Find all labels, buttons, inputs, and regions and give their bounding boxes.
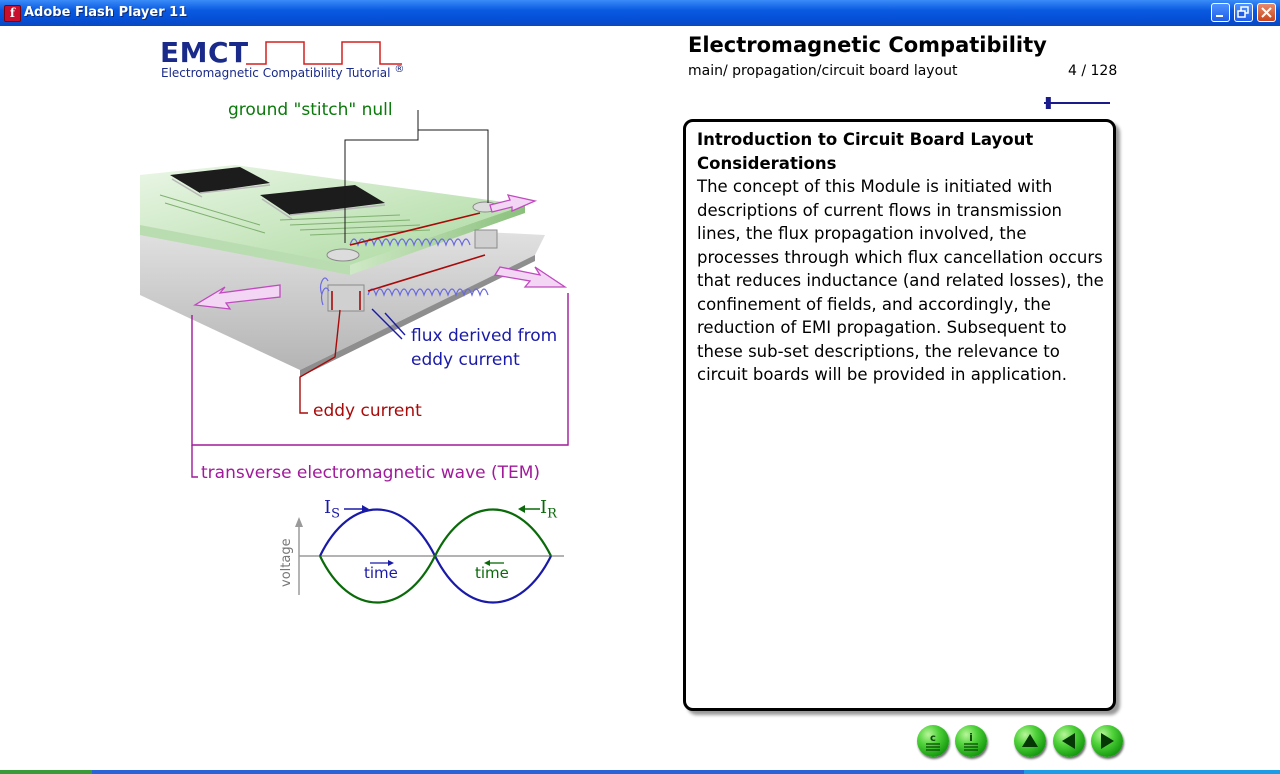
content-heading: Introduction to Circuit Board Layout Con… [697, 130, 1034, 173]
window-titlebar: f Adobe Flash Player 11 [0, 0, 1280, 26]
restore-icon [1237, 6, 1249, 18]
progress-slider[interactable] [1042, 96, 1112, 110]
content-panel: Introduction to Circuit Board Layout Con… [683, 119, 1116, 711]
is-symbol: I [324, 497, 332, 518]
stitch-null-label: ground "stitch" null [228, 100, 393, 120]
time-label-right: time [475, 564, 509, 582]
logo-subtitle: Electromagnetic Compatibility Tutorial ® [161, 64, 404, 80]
restore-button[interactable] [1234, 3, 1253, 22]
ir-label: IR [540, 497, 557, 522]
breadcrumb: main/ propagation/circuit board layout [688, 63, 958, 79]
contents-button[interactable]: c [917, 725, 949, 757]
stitch-callout-line [344, 110, 419, 243]
flux-label-line1: flux derived from [411, 326, 558, 346]
is-label: IS [324, 497, 340, 522]
right-arrow-icon [1101, 733, 1114, 749]
content-body: The concept of this Module is initiated … [697, 177, 1104, 384]
flash-player-icon: f [4, 5, 21, 22]
tem-bracket [191, 293, 569, 446]
i-list-icon: i [964, 731, 978, 751]
ir-symbol: I [540, 497, 548, 518]
square-wave-logo-icon [246, 41, 402, 65]
board-illustration [140, 110, 569, 478]
waveform-graphic [295, 505, 564, 604]
waveform-plot: voltage IS IR time time [278, 495, 578, 610]
up-button[interactable] [1014, 725, 1046, 757]
pcb-board [140, 165, 525, 265]
flux-label-line2: eddy current [411, 350, 520, 370]
circuit-board-diagram: ground "stitch" null flux derived from e… [140, 95, 610, 615]
flux-helix [319, 238, 489, 306]
left-arrow-icon [1062, 733, 1075, 749]
close-button[interactable] [1257, 3, 1276, 22]
tem-label: transverse electromagnetic wave (TEM) [201, 463, 541, 483]
minimize-icon [1216, 15, 1223, 17]
time-label-left: time [364, 564, 398, 582]
svg-text:c: c [930, 733, 936, 744]
back-button[interactable] [1053, 725, 1085, 757]
svg-text:i: i [969, 731, 973, 744]
ic-chip [170, 167, 270, 193]
progress-handle[interactable] [1045, 97, 1051, 109]
up-arrow-icon [1022, 734, 1038, 747]
logo-subtitle-text: Electromagnetic Compatibility Tutorial [161, 66, 391, 80]
eddy-callout-line [299, 309, 341, 414]
is-subscript: S [331, 506, 341, 522]
eddy-current-label: eddy current [313, 401, 422, 421]
return-wave [319, 508, 552, 604]
ic-chip [260, 185, 385, 215]
next-button[interactable] [1091, 725, 1123, 757]
tem-arrow [193, 194, 568, 310]
close-icon [1261, 7, 1272, 18]
window-title: Adobe Flash Player 11 [24, 5, 188, 20]
minimize-button[interactable] [1211, 3, 1230, 22]
info-button[interactable]: i [955, 725, 987, 757]
page-counter: 4 / 128 [1068, 63, 1118, 79]
logo-name: EMCT [160, 36, 249, 69]
ir-subscript: R [547, 506, 557, 522]
c-list-icon: c [926, 733, 940, 751]
voltage-axis-label: voltage [279, 538, 294, 587]
registered-mark: ® [394, 64, 405, 75]
taskbar-strip [0, 770, 1280, 774]
page-title: Electromagnetic Compatibility [688, 33, 1047, 57]
flux-callout-line [384, 312, 406, 336]
